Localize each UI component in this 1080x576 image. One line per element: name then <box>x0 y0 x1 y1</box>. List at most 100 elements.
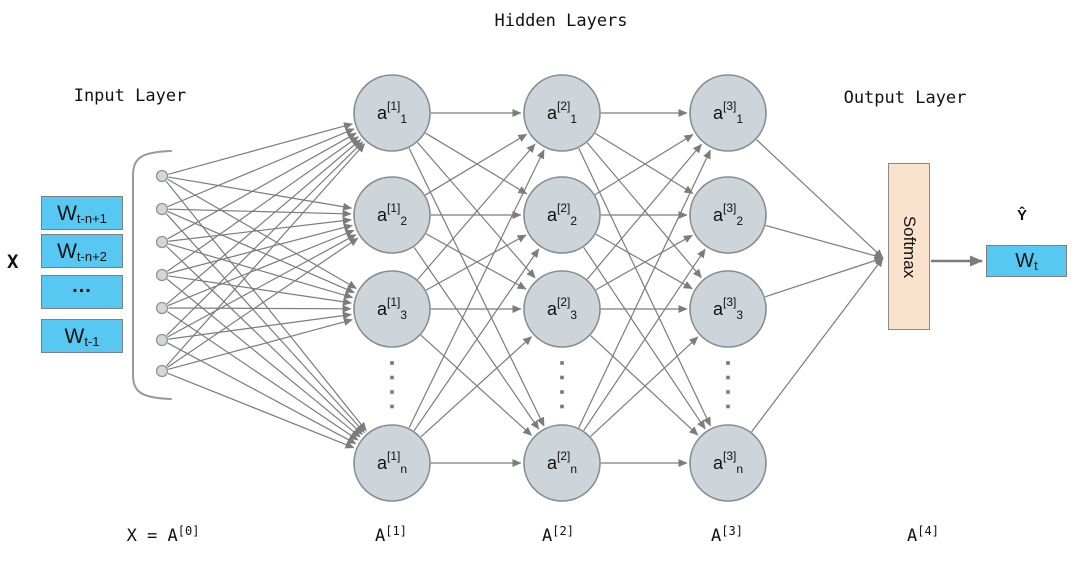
edge-input-h1 <box>167 229 355 307</box>
edge-h1-h2 <box>425 233 527 290</box>
page-title: Hidden Layers <box>494 11 628 31</box>
edge-h1-h2 <box>420 336 533 438</box>
edge-h2-h3 <box>583 247 706 430</box>
hidden-node-L3-2 <box>689 176 767 254</box>
edge-input-h1 <box>168 275 352 306</box>
x-vector-label: X <box>7 251 19 273</box>
input-word-2-base: W <box>57 239 77 263</box>
edge-input-h1 <box>168 208 352 218</box>
bottom-label-a2-text: A <box>542 526 553 546</box>
hidden-node-L3-3 <box>689 270 767 348</box>
edge-h2-h3 <box>590 336 699 437</box>
edge-input-h1 <box>166 136 359 272</box>
edge-input-h1 <box>168 176 353 211</box>
softmax-label: Softmax <box>900 215 920 278</box>
edge-input-h1 <box>168 304 352 313</box>
bottom-label-a1: A[1] <box>375 524 407 546</box>
ellipsis-dot-L1 <box>390 375 394 380</box>
edge-h1-h2 <box>417 143 536 280</box>
edge-h1-h2 <box>413 248 540 432</box>
hidden-node-L2-1 <box>523 74 601 152</box>
edge-h2-h3 <box>590 335 699 436</box>
y-hat-label: Ŷ <box>1016 207 1028 224</box>
input-node-5 <box>155 301 169 315</box>
input-node-6 <box>155 333 169 347</box>
edge-h2-h3 <box>586 142 702 279</box>
edge-h3-softmax <box>765 224 884 260</box>
bottom-label-a0-sup: [0] <box>177 524 200 538</box>
edge-h3-softmax <box>751 257 884 433</box>
bottom-label-a3-sup: [3] <box>721 524 743 538</box>
ellipsis-dot-L3 <box>726 375 730 380</box>
hidden-node-L1-n <box>353 424 431 502</box>
ellipsis-dot-L3 <box>726 361 730 365</box>
edge-input-h1 <box>167 342 357 445</box>
output-layer-label: Output Layer <box>843 88 967 108</box>
output-word-sub: t <box>1034 257 1038 273</box>
softmax-box: Softmax <box>888 163 930 330</box>
hidden-node-L1-1 <box>353 74 431 152</box>
edge-input-h1 <box>168 311 352 340</box>
edge-input-h1 <box>168 122 353 175</box>
ellipsis-dot-L1 <box>390 361 394 365</box>
bottom-label-a2: A[2] <box>542 524 574 546</box>
edge-h1-h2 <box>425 132 528 195</box>
edge-input-h1 <box>166 246 363 436</box>
edge-input-h1 <box>167 132 357 240</box>
edge-input-h1 <box>167 128 355 208</box>
input-node-7 <box>155 364 169 378</box>
edge-input-h1 <box>167 211 355 294</box>
input-layer-label: Input Layer <box>73 86 187 106</box>
edge-h2-h3 <box>594 133 694 196</box>
hidden-node-L2-2 <box>523 176 601 254</box>
bottom-label-a0: X = A[0] <box>126 524 200 546</box>
edge-h2-h3 <box>595 233 693 290</box>
input-word-1-base: W <box>57 201 77 225</box>
edge-input-h1 <box>168 318 353 370</box>
edge-input-h1 <box>168 216 352 242</box>
edge-input-h1 <box>167 178 357 289</box>
edge-h3-softmax <box>756 139 884 259</box>
edge-h1-h2 <box>413 246 540 430</box>
edge-h2-h3 <box>586 143 702 280</box>
bottom-label-a3-text: A <box>711 526 722 546</box>
bottom-label-a2-sup: [2] <box>552 524 574 538</box>
edge-input-h1 <box>166 278 361 438</box>
input-node-4 <box>155 268 169 282</box>
edge-h2-h3 <box>595 234 693 291</box>
ellipsis-dot-L1 <box>390 390 394 394</box>
hidden-node-L3-n <box>689 424 767 502</box>
input-word-ellipsis: ... <box>72 275 92 297</box>
input-word-4-sub: t-1 <box>84 333 100 349</box>
ellipsis-dot-L2 <box>560 390 564 394</box>
hidden-node-L1-2 <box>353 176 431 254</box>
edge-input-h1 <box>167 372 355 449</box>
bottom-label-a1-text: A <box>375 526 386 546</box>
bottom-label-a4: A[4] <box>907 524 939 546</box>
edge-h2-h3 <box>594 132 694 195</box>
hidden-node-L3-1 <box>689 74 767 152</box>
edge-input-h1 <box>167 311 359 441</box>
bottom-label-a0-text: X = A <box>126 526 178 546</box>
output-word-base: W <box>1015 250 1035 272</box>
edge-h2-h3 <box>578 149 711 429</box>
hidden-node-L2-3 <box>523 270 601 348</box>
input-word-2-sub: t-n+2 <box>76 248 107 264</box>
ellipsis-dot-L2 <box>560 404 564 409</box>
input-node-1 <box>155 169 169 183</box>
edge-input-h1 <box>165 213 365 434</box>
edge-h1-h2 <box>425 133 528 196</box>
input-word-4-base: W <box>64 324 85 348</box>
edge-h1-h2 <box>425 234 527 291</box>
edge-input-h1 <box>166 141 364 336</box>
bottom-label-a4-sup: [4] <box>917 524 939 538</box>
edge-input-h1 <box>167 237 359 368</box>
edge-h2-h3 <box>583 248 706 431</box>
ellipsis-dot-L2 <box>560 375 564 380</box>
edge-input-h1 <box>167 234 357 338</box>
